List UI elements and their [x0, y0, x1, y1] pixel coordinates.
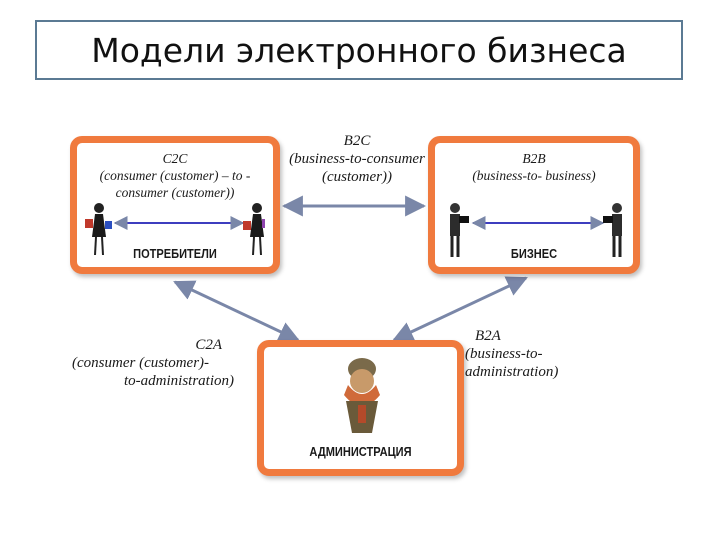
b2a-label: B2A (business-to- administration) [465, 327, 605, 381]
consumer-woman-icon [85, 203, 112, 256]
b2c-label-line: (business-to-consumer [289, 151, 425, 167]
b2b-title: B2B (business-to- business) [435, 150, 633, 184]
administration-label: АДМИНИСТРАЦИЯ [309, 444, 412, 459]
businessman-icon [450, 203, 469, 257]
title-box: Модели электронного бизнеса [35, 20, 683, 80]
c2a-label: C2A (consumer (customer)- to-administrat… [72, 336, 234, 390]
b2c-label-line: B2C [343, 133, 371, 149]
consumers-illustration [85, 203, 265, 256]
b2c-label-line: (customer)) [322, 169, 392, 185]
c2c-title-line: (consumer (customer) – to - [99, 168, 251, 183]
administration-illustration [344, 358, 380, 433]
consumers-label: ПОТРЕБИТЕЛИ [133, 246, 217, 261]
arrow-b2a [392, 276, 528, 342]
arrow-c2a [173, 280, 300, 342]
node-business: B2B (business-to- business) БИЗНЕС [428, 136, 640, 274]
b2b-title-line: B2B [522, 151, 546, 166]
b2a-label-line: (business-to- [465, 346, 543, 362]
official-figure-icon [344, 358, 380, 433]
business-label: БИЗНЕС [510, 246, 558, 261]
consumer-woman-icon [243, 203, 265, 256]
businessman-icon [603, 203, 622, 257]
c2c-title-line: C2C [162, 151, 188, 166]
c2a-label-line: to-administration) [123, 373, 234, 389]
b2a-label-line: administration) [465, 364, 559, 380]
c2c-title-line: consumer (customer)) [115, 185, 235, 200]
c2a-label-line: (consumer (customer)- [72, 355, 210, 371]
b2a-label-line: B2A [475, 328, 501, 344]
node-administration: АДМИНИСТРАЦИЯ [257, 340, 464, 476]
page-title: Модели электронного бизнеса [91, 30, 627, 70]
business-illustration [450, 203, 622, 257]
b2b-title-line: (business-to- business) [472, 168, 596, 183]
c2c-title: C2C (consumer (customer) – to - consumer… [77, 150, 273, 201]
b2c-label: B2C (business-to-consumer (customer)) [282, 132, 432, 186]
node-consumers: C2C (consumer (customer) – to - consumer… [70, 136, 280, 274]
c2a-label-line: C2A [195, 337, 222, 353]
